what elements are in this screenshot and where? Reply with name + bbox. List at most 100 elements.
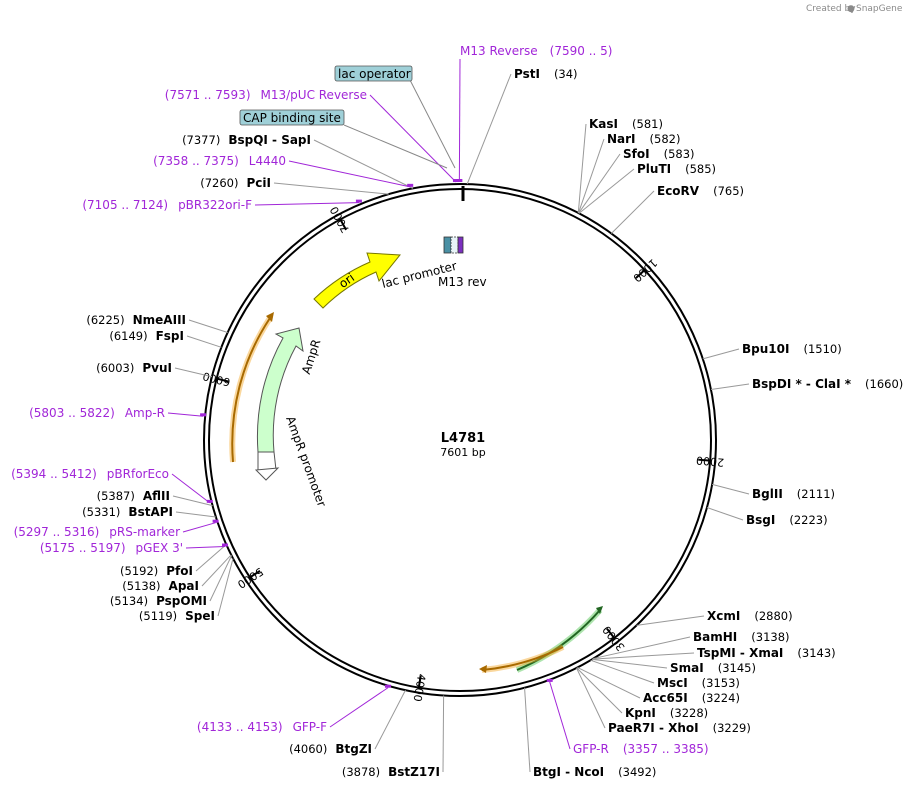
site-bamhi[interactable]: BamHI(3138) <box>593 630 790 660</box>
site-nari[interactable]: NarI(582) <box>577 132 680 214</box>
site-position: (5192) <box>120 564 158 578</box>
primer-range: (5803 .. 5822) <box>29 406 115 420</box>
site-leader-line <box>593 636 691 660</box>
site-psti[interactable]: PstI(34) <box>466 67 578 185</box>
site-aflii[interactable]: AflII(5387) <box>97 489 213 507</box>
site-pluti[interactable]: PluTI(585) <box>578 162 716 214</box>
primer-name: pRS-marker <box>109 525 180 539</box>
site-position: (585) <box>685 162 716 176</box>
plasmid-name: L4781 <box>441 431 485 446</box>
primer-range: (7590 .. 5) <box>550 44 613 58</box>
site-bpu10i[interactable]: Bpu10I(1510) <box>702 342 842 360</box>
primer-range: (5175 .. 5197) <box>40 541 126 555</box>
primer-leader-line <box>458 58 461 183</box>
primer-gfp-f[interactable]: GFP-F(4133 .. 4153) <box>197 684 391 734</box>
site-tspmi-xmai[interactable]: TspMI - XmaI (3143) <box>592 646 836 660</box>
site-position: (34) <box>554 67 578 81</box>
ori-arrow <box>313 252 401 309</box>
site-kpni[interactable]: KpnI(3228) <box>576 667 708 720</box>
site-leader-line <box>610 190 655 234</box>
primer-leader-line <box>329 687 389 728</box>
primer-prs-marker[interactable]: pRS-marker (5297 .. 5316) <box>14 519 219 539</box>
site-msci[interactable]: MscI(3153) <box>590 659 740 690</box>
site-leader-line <box>201 554 232 587</box>
site-name: BglII <box>752 487 783 501</box>
site-name: BspDI * - ClaI * <box>752 377 852 391</box>
tick-mark <box>417 675 422 688</box>
primer-pbrforeco[interactable]: pBRforEco(5394 .. 5412) <box>11 467 213 504</box>
site-position: (3143) <box>797 646 835 660</box>
primer-range: (4133 .. 4153) <box>197 720 283 734</box>
ampr-promoter-label: AmpR promoter <box>283 414 329 508</box>
site-pfoi[interactable]: PfoI(5192) <box>120 544 227 578</box>
tick-label: 6000 <box>201 369 231 388</box>
backbone-inner <box>208 188 712 692</box>
primer-m13-puc-reverse[interactable]: M13/pUC Reverse(7571 .. 7593) <box>165 88 459 183</box>
lac-promoter-box <box>450 236 459 254</box>
primer-pbr322ori-f[interactable]: pBR322ori-F(7105 .. 7124) <box>82 198 362 212</box>
site-acc65i[interactable]: Acc65I(3224) <box>577 667 740 705</box>
primer-range: (5297 .. 5316) <box>14 525 100 539</box>
site-pspomi[interactable]: PspOMI(5134) <box>110 555 233 608</box>
site-btgzi[interactable]: BtgZI(4060) <box>289 689 406 756</box>
site-pcii[interactable]: PciI(7260) <box>200 176 389 195</box>
site-kasi[interactable]: KasI(581) <box>577 117 663 214</box>
tick-mark <box>698 458 711 462</box>
site-bspdi-clai[interactable]: BspDI * - ClaI *(1660) <box>710 377 903 391</box>
site-fspi[interactable]: FspI(6149) <box>109 329 222 348</box>
site-name: BtgI - NcoI <box>533 765 604 779</box>
site-sfoi[interactable]: SfoI(583) <box>578 147 695 214</box>
tick-label: 4000 <box>411 673 428 703</box>
site-pvui[interactable]: PvuI(6003) <box>96 361 213 378</box>
site-name: ApaI <box>169 579 199 593</box>
site-leader-line <box>217 558 234 617</box>
primer-range: (7358 .. 7375) <box>153 154 239 168</box>
orange-arc-left-head <box>266 312 274 322</box>
site-name: PciI <box>247 176 272 190</box>
site-leader-line <box>466 73 512 185</box>
site-spei[interactable]: SpeI(5119) <box>139 558 234 623</box>
ampr-arrow <box>256 327 304 453</box>
site-position: (6003) <box>96 361 134 375</box>
site-btgi-ncoi[interactable]: BtgI - NcoI(3492) <box>524 687 657 779</box>
m13-rev-box <box>457 236 464 254</box>
site-bsgi[interactable]: BsgI(2223) <box>706 507 828 527</box>
site-name: BspQI - SapI <box>228 133 311 147</box>
site-ecorv[interactable]: EcoRV(765) <box>610 184 744 234</box>
site-name: NarI <box>607 132 636 146</box>
site-position: (3878) <box>342 765 380 779</box>
site-paer7i-xhoi[interactable]: PaeR7I - XhoI(3229) <box>576 667 751 735</box>
primer-m13-reverse[interactable]: M13 Reverse(7590 .. 5) <box>456 44 613 183</box>
primer-amp-r[interactable]: Amp-R(5803 .. 5822) <box>29 406 207 420</box>
primer-leader-line <box>171 473 211 504</box>
backbone-outer <box>203 183 717 697</box>
credit-brand: SnapGene <box>856 4 903 14</box>
site-bstapi[interactable]: BstAPI(5331) <box>82 505 216 519</box>
primer-pgex-3[interactable]: pGEX 3'(5175 .. 5197) <box>40 541 229 555</box>
primer-site-marker <box>546 678 553 682</box>
site-name: KasI <box>589 117 618 131</box>
site-name: EcoRV <box>657 184 700 198</box>
site-bstz17i[interactable]: BstZ17I(3878) <box>342 695 445 779</box>
site-xcmi[interactable]: XcmI(2880) <box>636 609 793 626</box>
site-name: FspI <box>156 329 184 343</box>
site-name: BsgI <box>746 513 775 527</box>
snapgene-logo: ● <box>847 4 855 14</box>
site-name: MscI <box>657 676 688 690</box>
site-bglii[interactable]: BglII(2111) <box>711 483 835 501</box>
site-name: TspMI - XmaI <box>697 646 783 660</box>
site-bspqi-sapi[interactable]: BspQI - SapI(7377) <box>182 133 414 189</box>
primer-l4440[interactable]: L4440(7358 .. 7375) <box>153 154 414 188</box>
site-name: BamHI <box>693 630 737 644</box>
site-leader-line <box>702 348 740 360</box>
site-nmeaiii[interactable]: NmeAIII(6225) <box>86 313 228 333</box>
site-smai[interactable]: SmaI(3145) <box>591 658 756 675</box>
site-leader-line <box>209 555 233 602</box>
ampr-label: AmpR <box>299 338 323 376</box>
tick-mark <box>249 569 261 579</box>
site-apai[interactable]: ApaI(5138) <box>122 554 232 593</box>
site-leader-line <box>313 139 414 189</box>
primer-gfp-r[interactable]: GFP-R(3357 .. 3385) <box>546 678 709 756</box>
